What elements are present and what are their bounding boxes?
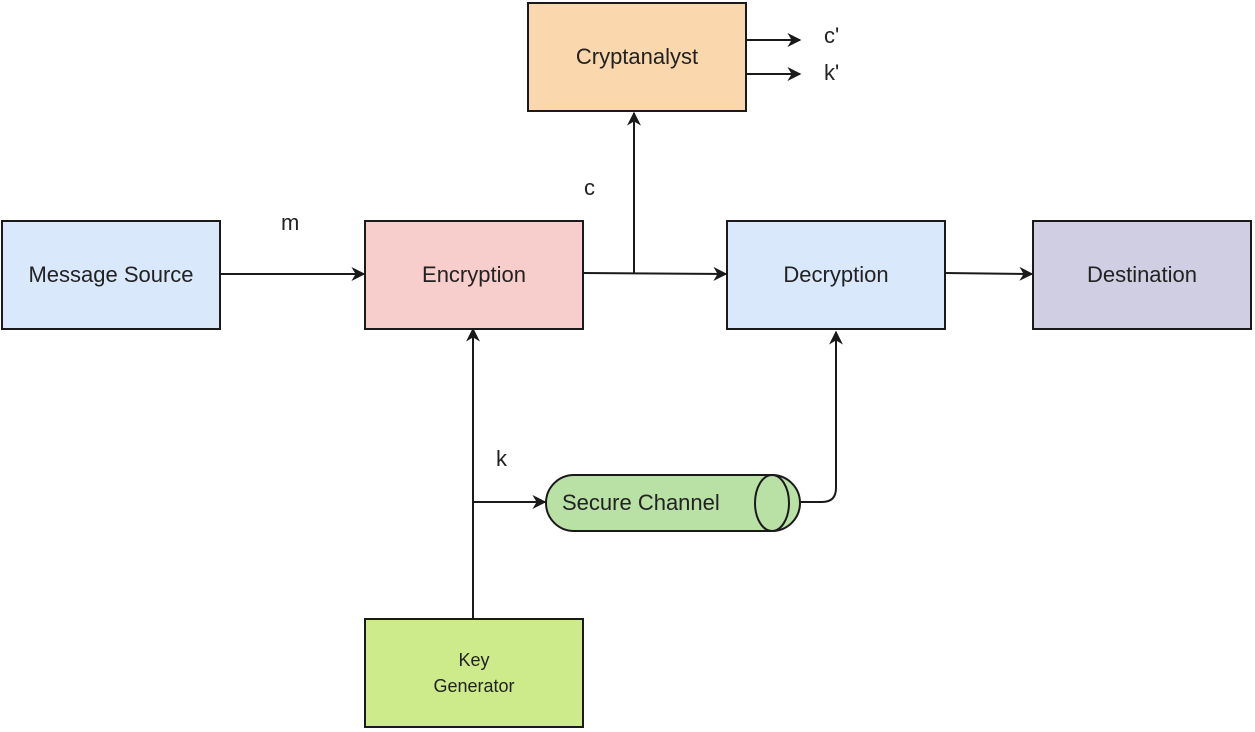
key-generator-label-line2: Generator [433,676,515,696]
encryption-box: Encryption [364,220,584,330]
decryption-label: Decryption [783,261,889,287]
cryptanalyst-label: Cryptanalyst [575,43,699,69]
message-source-box: Message Source [1,220,221,330]
edge-encryption-to-decryption [582,266,728,281]
secure-channel-cylinder [545,474,801,532]
edge-label-k: k [496,446,507,471]
edge-label-k-prime: k' [824,60,840,85]
encryption-label: Encryption [422,261,526,287]
destination-box: Destination [1032,220,1252,330]
edge-label-m: m [281,210,300,235]
edge-decryption-to-destination [944,266,1034,281]
decryption-box: Decryption [726,220,946,330]
edge-label-c-prime: c' [824,23,840,48]
key-generator-label-line1: Key [458,650,490,670]
message-source-label: Message Source [28,261,194,287]
edge-label-c: c [584,175,595,200]
destination-label: Destination [1086,261,1198,287]
secure-channel-end-cap [754,474,790,532]
secure-channel-label: Secure Channel [562,490,720,515]
key-generator-box: Key Generator [364,618,584,728]
key-generator-label: Key Generator [433,647,514,699]
cryptanalyst-box: Cryptanalyst [527,2,747,112]
edge-secure-channel-to-decryption [801,330,843,503]
